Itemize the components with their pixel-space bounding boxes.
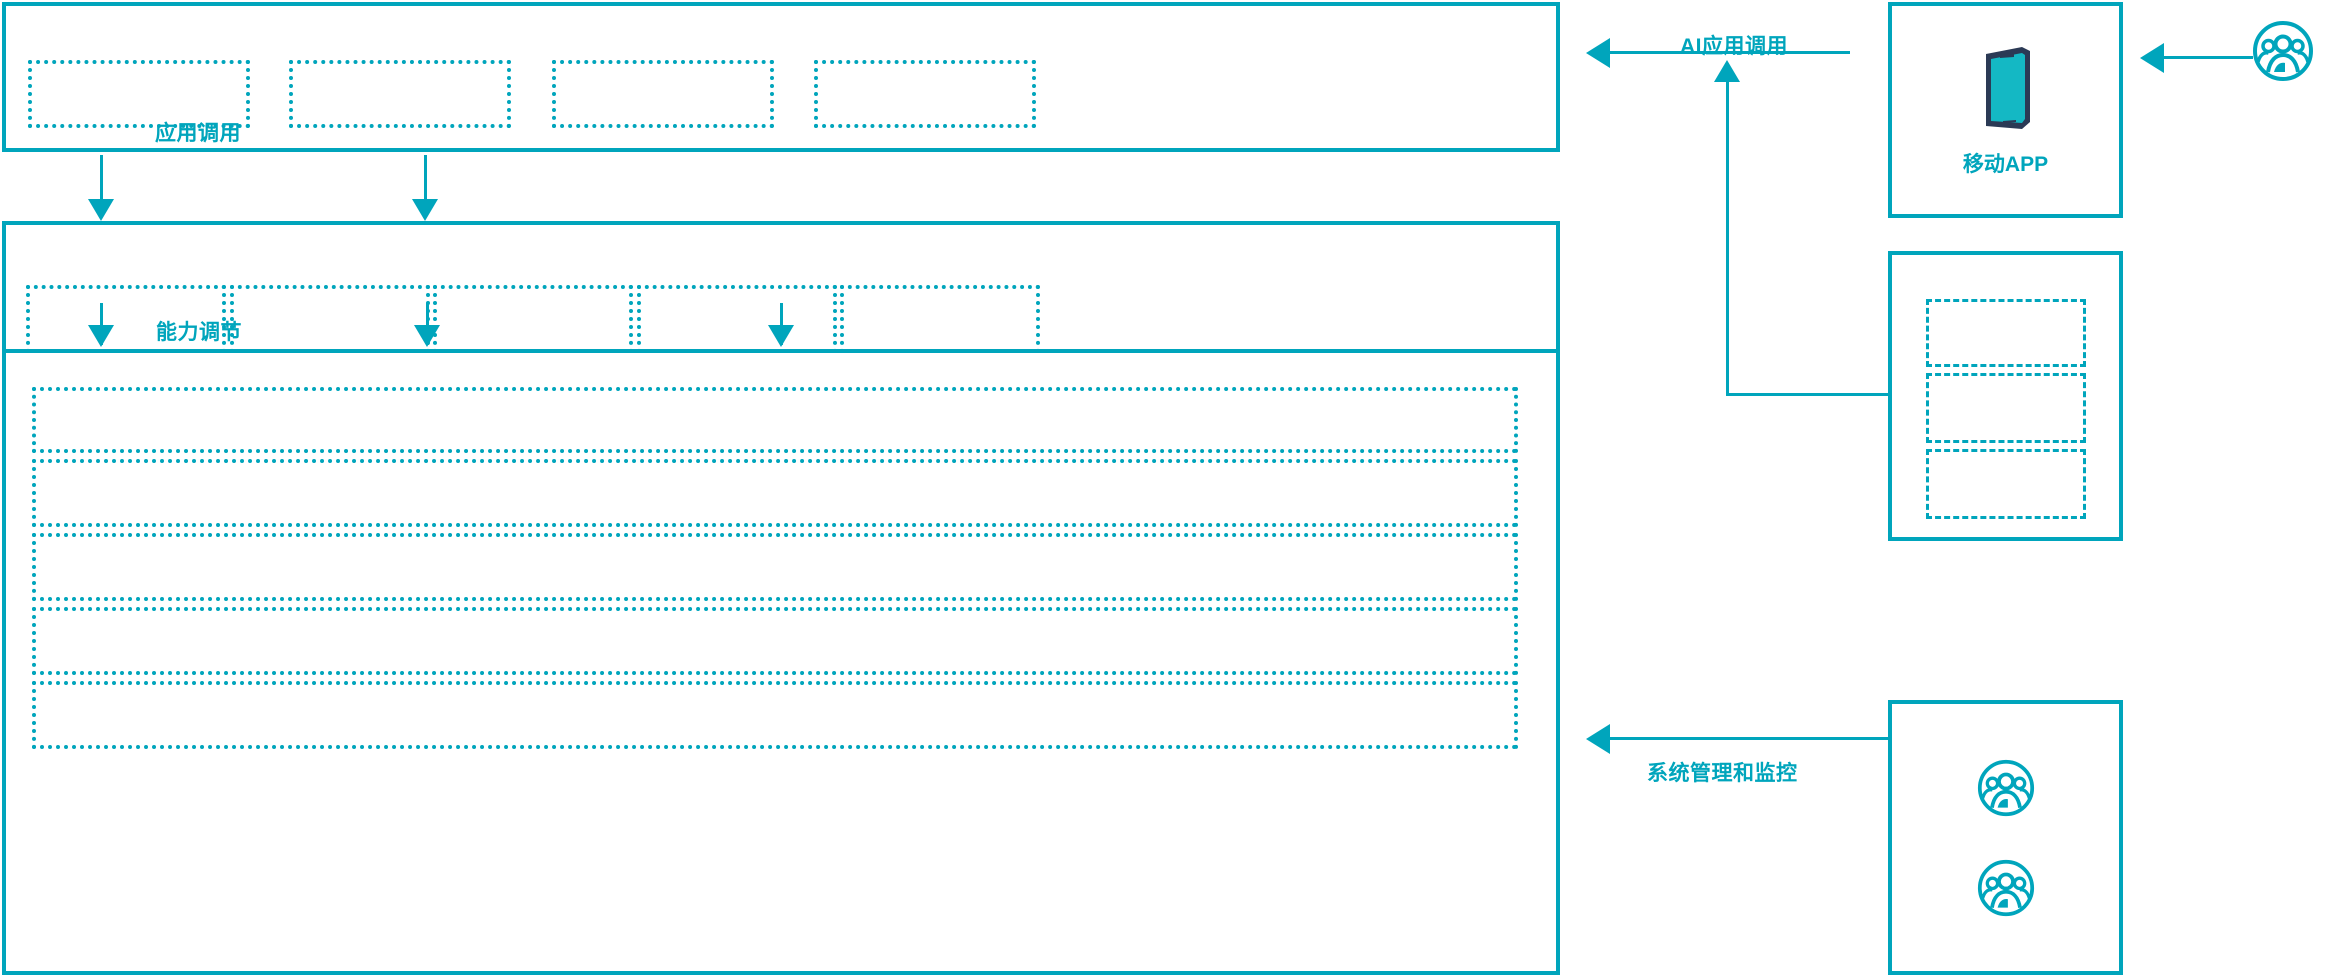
infrastructure-row-3[interactable] [32,533,1518,601]
capability-adjust-label: 能力调节 [156,321,242,344]
application-slot-4[interactable] [814,60,1036,128]
channel-riser-line [1726,69,1729,396]
channel-riser-head [1714,60,1740,82]
system-mgmt-label: 系统管理和监控 [1647,762,1798,785]
application-slot-1[interactable] [28,60,250,128]
infrastructure-row-4[interactable] [32,607,1518,675]
mobile-app-caption: 移动APP [1962,153,2049,176]
infrastructure-row-2[interactable] [32,459,1518,527]
user-group-icon [1977,759,2035,817]
app-invoke-arrow-head-1 [88,199,114,221]
system-mgmt-arrow-head [1586,724,1610,754]
capability-adjust-arrow-head-1 [88,325,114,347]
capability-slot-r1c2[interactable] [230,285,430,353]
channel-box [1888,251,2123,541]
app-invoke-label: 应用调用 [155,122,241,145]
capability-adjust-arrow-line-1 [100,303,103,345]
channel-slot-1[interactable] [1926,299,2086,367]
channel-slot-2[interactable] [1926,373,2086,443]
channel-riser-elbow [1726,393,1896,396]
ai-app-invoke-arrow-line [1608,51,1850,54]
users-box [1888,700,2123,975]
end-user-arrow-line [2163,56,2253,59]
application-slot-3[interactable] [552,60,774,128]
system-mgmt-arrow-line [1608,737,1890,740]
end-user-arrow-head [2140,43,2164,73]
application-layer-panel [2,2,1560,152]
channel-slot-3[interactable] [1926,449,2086,519]
infrastructure-layer-panel [2,349,1560,975]
app-invoke-arrow-line-1 [100,155,103,203]
ai-app-invoke-label: AI应用调用 [1680,35,1788,58]
capability-slot-r1c3[interactable] [433,285,633,353]
capability-adjust-arrow-line-2 [426,303,429,345]
capability-adjust-arrow-line-3 [780,303,783,345]
user-group-icon [2252,20,2314,82]
capability-slot-r1c4[interactable] [637,285,837,353]
infrastructure-row-5[interactable] [32,681,1518,749]
capability-adjust-arrow-head-3 [768,325,794,347]
capability-adjust-arrow-head-2 [414,325,440,347]
capability-slot-r1c5[interactable] [840,285,1040,353]
user-group-icon [1977,859,2035,917]
ai-app-invoke-arrow-head [1586,38,1610,68]
application-slot-2[interactable] [289,60,511,128]
app-invoke-arrow-head-2 [412,199,438,221]
mobile-app-box[interactable]: 移动APP [1888,2,2123,218]
smartphone-icon [1978,42,2034,134]
infrastructure-row-1[interactable] [32,387,1518,453]
app-invoke-arrow-line-2 [424,155,427,203]
